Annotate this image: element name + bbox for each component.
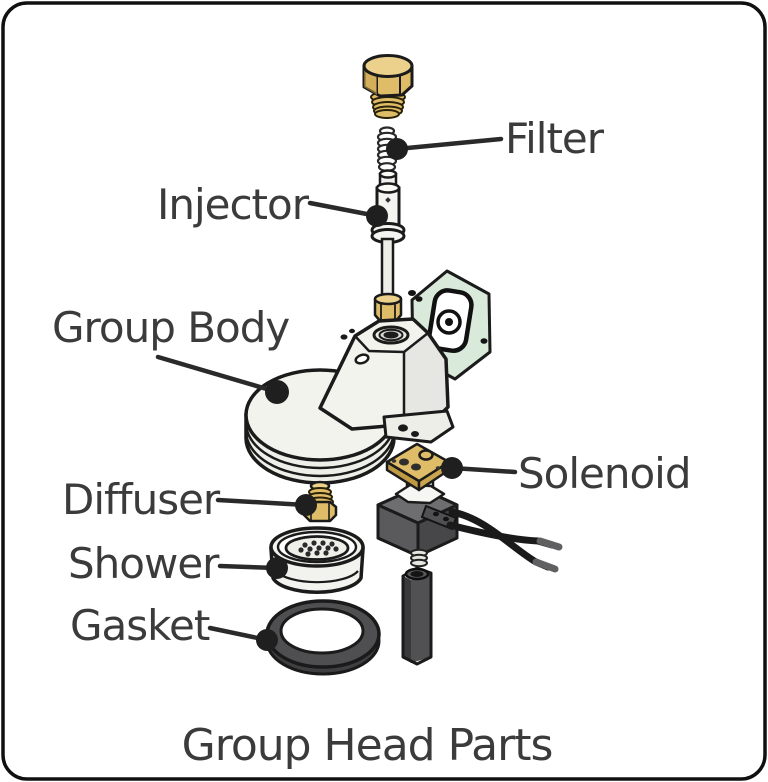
shower-leader-dot [266, 557, 288, 579]
gasket-ring [265, 599, 381, 676]
hex-cap-bolt [362, 54, 414, 119]
diffuser-label: Diffuser [62, 475, 221, 524]
shower-screen [269, 526, 365, 594]
gasket-leader-dot [256, 629, 278, 651]
solenoid-label: Solenoid [518, 449, 691, 498]
injector-assembly [370, 169, 406, 337]
diagram-title: Group Head Parts [182, 720, 553, 771]
shower-label: Shower [68, 539, 220, 588]
outlet-tube [401, 566, 433, 666]
group-body-label: Group Body [52, 303, 289, 352]
injector-leader-line [307, 200, 380, 219]
group-body-leader-dot [265, 380, 289, 404]
plate-corner-bolt [408, 290, 416, 296]
filter-leader-line [394, 136, 504, 152]
labels: Filter Injector Group Body Solenoid Diff… [52, 114, 692, 771]
group-body-arm [318, 317, 455, 444]
group-body-leader-line [155, 354, 280, 395]
diffuser-leader-dot [295, 494, 317, 516]
collar-mark [385, 197, 391, 203]
gasket-label: Gasket [70, 601, 210, 650]
screen-holes [298, 540, 339, 557]
body-foot [382, 409, 455, 444]
injector-leader-dot [366, 205, 388, 227]
filter-label: Filter [505, 114, 605, 163]
solenoid-spring [410, 548, 428, 568]
injector-label: Injector [157, 180, 310, 229]
filter-leader-dot [386, 138, 408, 160]
front-hole [354, 353, 370, 365]
diffuser-leader-line [215, 497, 309, 508]
leaders [155, 136, 518, 651]
solenoid-leader-dot [441, 457, 463, 479]
